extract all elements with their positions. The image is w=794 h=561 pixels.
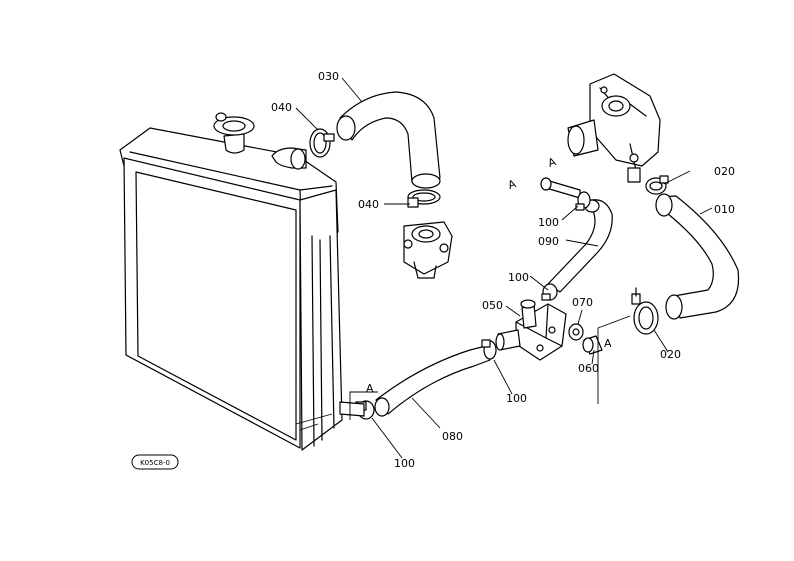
hose-clamp [541, 283, 558, 301]
callout-020: 020 [714, 165, 735, 178]
hose-clamp [309, 128, 335, 158]
hose-clamp [481, 339, 497, 360]
water-pump [567, 73, 661, 183]
callout-040: 040 [358, 198, 379, 211]
hose-clamp [575, 191, 591, 211]
callout-030: 030 [318, 70, 339, 83]
thermostat-housing [403, 221, 453, 279]
hose-clamp [407, 189, 441, 208]
callout-010: 010 [714, 203, 735, 216]
callout-070: 070 [572, 296, 593, 309]
ref-a: A [366, 382, 374, 395]
radiator [119, 112, 343, 451]
callout-100: 100 [538, 216, 559, 229]
callout-100: 100 [508, 271, 529, 284]
callout-020: 020 [660, 348, 681, 361]
callout-100: 100 [394, 457, 415, 470]
callout-090: 090 [538, 235, 559, 248]
lower-radiator-hose [374, 345, 491, 417]
upper-radiator-hose [336, 91, 441, 189]
bypass-pipe [540, 177, 581, 199]
callout-050: 050 [482, 299, 503, 312]
radiator-lower-outlet [339, 401, 365, 417]
drawing-id-badge: K05C8-0 [131, 454, 179, 470]
drawing-id-text: K05C8-0 [140, 459, 170, 467]
ref-a: A [506, 177, 518, 192]
lower-pump-hose [655, 193, 740, 320]
hose-clamp [645, 175, 669, 195]
hose-clamp [631, 287, 659, 335]
callout-100: 100 [506, 392, 527, 405]
gasket-washer [568, 323, 584, 341]
callout-080: 080 [442, 430, 463, 443]
water-joint [495, 299, 567, 361]
ref-a: A [604, 337, 612, 350]
callout-060: 060 [578, 362, 599, 375]
callout-040: 040 [271, 101, 292, 114]
plug-bolt [582, 335, 603, 355]
ref-a: A [546, 155, 558, 170]
